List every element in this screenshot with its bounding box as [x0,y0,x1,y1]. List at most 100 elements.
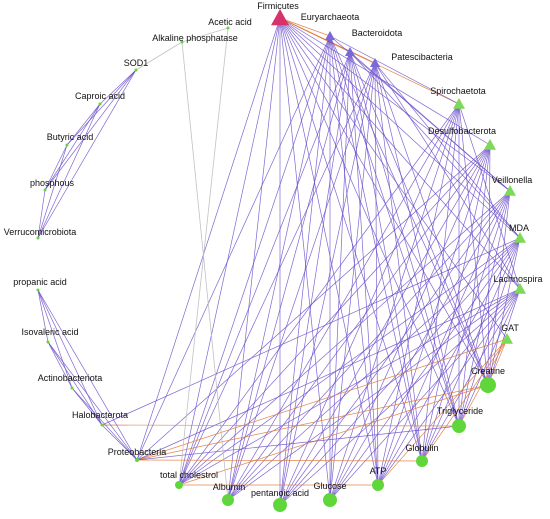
edge-spirochaetota-albumin [227,103,460,501]
edge-bacteroidota-mda [349,51,521,239]
node-acetic-acid[interactable] [226,26,230,30]
edge-verrucomicrobiota-caproic-acid [37,103,101,239]
node-desulfobacterota[interactable] [484,139,496,150]
edge-veillonella-total-cholesterol [178,190,511,486]
edge-triglyceride-proteobacteria [136,425,460,461]
edge-firmicutes-proteobacteria [136,17,281,461]
edge-veillonella-triglyceride [458,190,511,427]
node-label-creatine: Creatine [471,366,505,376]
edge-spirochaetota-total-cholesterol [178,103,460,486]
edge-bacteroidota-total-cholesterol [178,51,351,486]
edge-veillonella-glucose [329,190,511,501]
node-pentanoic-acid[interactable] [273,498,287,512]
edge-desulfobacterota-albumin [227,144,491,501]
node-euryarchaeota[interactable] [325,31,335,40]
node-label-mda: MDA [509,223,529,233]
node-patescibacteria[interactable] [370,58,380,67]
edge-desulfobacterota-glucose [329,144,491,501]
node-verrucomicrobiota[interactable] [36,236,40,240]
node-sod1[interactable] [134,68,138,72]
edge-patescibacteria-albumin [227,62,376,501]
node-proteobacteria[interactable] [135,458,139,462]
edge-firmicutes-spirochaetota [279,17,460,105]
node-label-phosphous: phosphous [30,178,75,188]
node-total-cholesterol[interactable] [175,481,183,489]
node-albumin[interactable] [222,494,234,506]
edge-phosphous-butyric-acid [44,144,68,191]
node-spirochaetota[interactable] [453,98,465,109]
node-mda[interactable] [514,232,526,243]
node-label-propanic-acid: propanic acid [13,277,67,287]
node-veillonella[interactable] [504,185,516,196]
edge-desulfobacterota-pentanoic-acid [279,144,491,506]
edge-firmicutes-creatine [279,17,489,386]
node-firmicutes[interactable] [271,9,289,26]
edge-proteobacteria-actinobacteriota [71,387,138,461]
node-bacteroidota[interactable] [345,47,355,56]
edge-patescibacteria-glucose [329,62,376,501]
node-alkaline-phosphatase[interactable] [180,40,184,44]
node-globulin[interactable] [416,455,428,467]
edge-firmicutes-albumin [227,17,281,501]
edge-lachnospira-atp [377,288,521,486]
node-label-spirochaetota: Spirochaetota [430,86,486,96]
node-atp[interactable] [372,479,384,491]
edge-isovaleric-acid-propanic-acid [37,289,49,343]
edge-alkaline-phosphatase-acetic-acid [181,27,229,43]
node-label-actinobacteriota: Actinobacteriota [38,373,103,383]
node-caproic-acid[interactable] [98,102,102,106]
edge-desulfobacterota-total-cholesterol [178,144,491,486]
edge-alkaline-phosphatase-albumin [181,41,229,501]
edge-veillonella-pentanoic-acid [279,190,511,506]
node-propanic-acid[interactable] [36,288,40,292]
edge-butyric-acid-caproic-acid [66,103,101,146]
node-label-firmicutes: Firmicutes [257,1,299,11]
edge-mda-triglyceride [458,237,521,427]
edge-euryarchaeota-albumin [227,35,331,501]
edge-actinobacteriota-propanic-acid [37,289,73,389]
edge-mda-atp [377,237,521,486]
node-creatine[interactable] [480,377,496,393]
edge-spirochaetota-lachnospira [458,103,521,290]
node-actinobacteriota[interactable] [70,386,74,390]
edge-lachnospira-total-cholesterol [178,288,521,486]
node-isovaleric-acid[interactable] [46,340,50,344]
edge-spirochaetota-atp [377,103,460,486]
node-label-veillonella: Veillonella [492,175,533,185]
edge-phosphous-sod1 [44,69,137,191]
edge-proteobacteria-halobacterota [101,424,138,461]
node-label-proteobacteria: Proteobacteria [108,447,167,457]
node-layer [36,9,526,512]
edge-gat-creatine [487,338,508,386]
node-glucose[interactable] [323,493,337,507]
edge-firmicutes-mda [279,17,521,239]
edge-veillonella-atp [377,190,511,486]
edge-mda-glucose [329,237,521,501]
node-label-caproic-acid: Caproic acid [75,91,125,101]
edge-actinobacteriota-isovaleric-acid [47,341,73,389]
node-butyric-acid[interactable] [65,143,69,147]
node-triglyceride[interactable] [452,419,466,433]
node-gat[interactable] [501,333,513,344]
edge-lachnospira-glucose [329,288,521,501]
edge-lachnospira-pentanoic-acid [279,288,521,506]
edge-bacteroidota-veillonella [349,51,511,192]
edge-sod1-alkaline-phosphatase [135,41,183,71]
node-halobacterota[interactable] [100,423,104,427]
edge-verrucomicrobiota-butyric-acid [37,144,68,239]
node-label-globulin: Globulin [405,443,438,453]
edge-lachnospira-triglyceride [458,288,521,427]
node-label-total-cholesterol: total cholestrol [160,470,218,480]
node-label-lachnospira: Lachnospira [493,274,542,284]
node-label-isovaleric-acid: Isovaleric acid [21,327,78,337]
node-label-albumin: Albumin [213,482,246,492]
node-label-bacteroidota: Bacteroidota [352,28,403,38]
edge-creatine-proteobacteria [136,384,489,461]
edge-euryarchaeota-total-cholesterol [178,35,331,486]
edge-gat-globulin [421,338,508,462]
node-phosphous[interactable] [43,188,47,192]
edge-proteobacteria-isovaleric-acid [47,341,138,461]
edge-verrucomicrobiota-sod1 [37,69,137,239]
node-lachnospira[interactable] [514,283,526,294]
node-label-acetic-acid: Acetic acid [208,17,252,27]
